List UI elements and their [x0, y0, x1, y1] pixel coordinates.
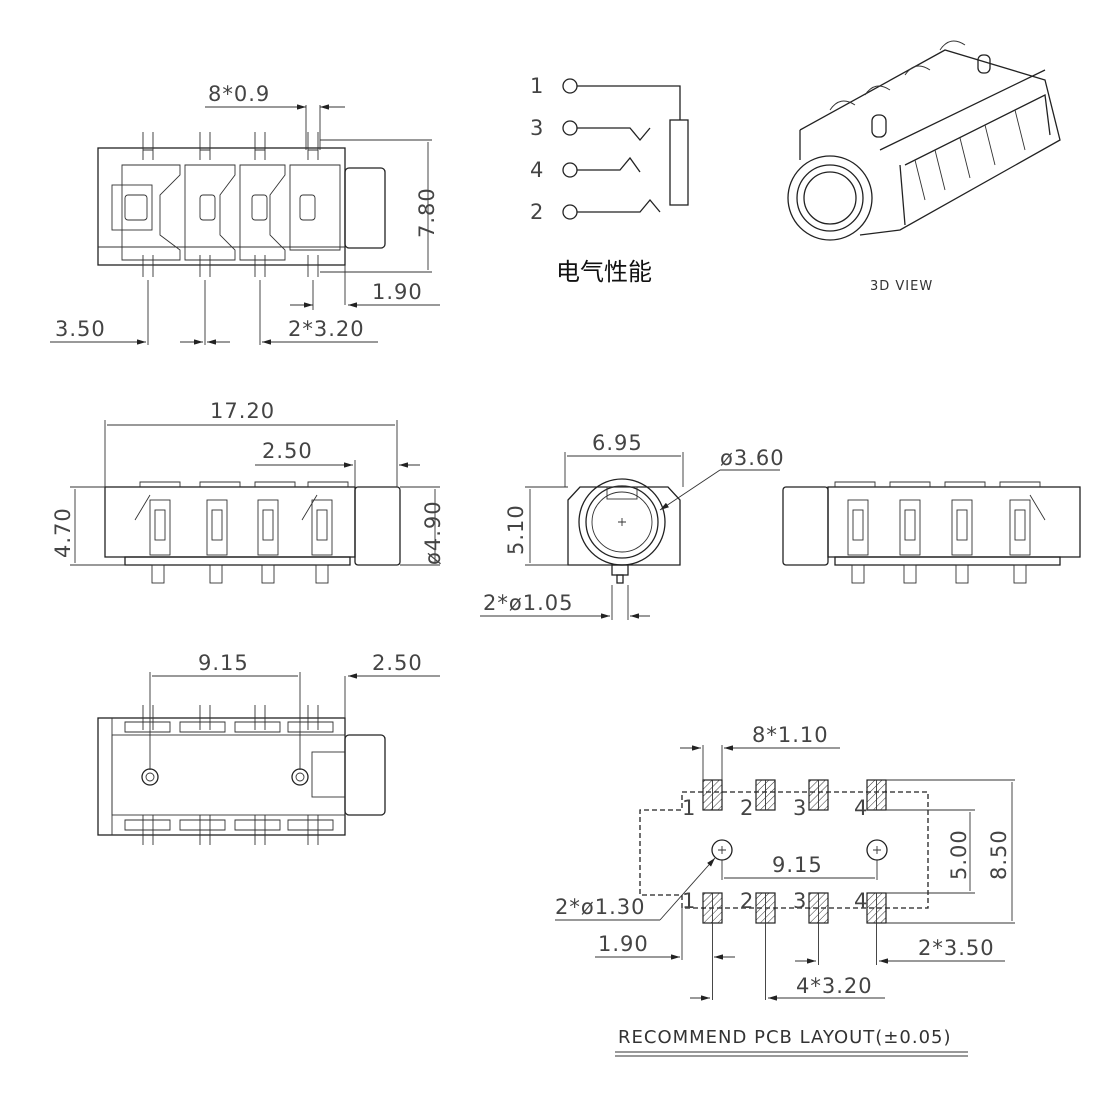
3d-view-caption: 3D VIEW [870, 279, 933, 294]
dim-height: 4.70 [51, 507, 75, 558]
pad-label: 1 [682, 889, 696, 913]
schematic-pin-label: 1 [530, 74, 544, 98]
dim-nose-diameter: ø4.90 [421, 500, 445, 565]
3d-view: 3D VIEW [787, 40, 1061, 294]
schematic-caption: 电气性能 [556, 258, 652, 286]
dim-height: 5.10 [504, 504, 528, 555]
dim-row-outer: 8.50 [987, 829, 1011, 880]
side-view: 17.20 2.50 4.70 ø4.90 [51, 399, 445, 584]
pad-label: 4 [854, 796, 868, 820]
bottom-view: 9.15 2.50 [97, 651, 440, 845]
dim-edge-offset: 1.90 [598, 932, 649, 956]
dim-length: 17.20 [210, 399, 275, 423]
pad-label: 3 [793, 796, 807, 820]
dim-pin-pitch: 2*3.20 [288, 317, 365, 341]
dim-row-inner: 5.00 [947, 829, 971, 880]
dim-first-pin: 3.50 [55, 317, 106, 341]
pad-label: 2 [740, 796, 754, 820]
front-view: 6.95 ø3.60 5.10 2*ø1.05 [480, 431, 785, 620]
dim-post-diameter: 2*ø1.05 [483, 591, 573, 615]
schematic: 1 3 4 2 电气性能 [530, 74, 689, 286]
rear-side-view [782, 481, 1081, 584]
dim-nose-offset: 1.90 [372, 280, 423, 304]
dim-post-spacing: 9.15 [198, 651, 249, 675]
pcb-layout: 1 2 3 4 1 2 3 4 8*1.10 [555, 723, 1015, 1057]
schematic-pin-label: 4 [530, 158, 544, 182]
dim-nose-length: 2.50 [262, 439, 313, 463]
dim-hole-diameter: 2*ø1.30 [555, 895, 645, 919]
pad-label: 2 [740, 889, 754, 913]
pad-label: 4 [854, 889, 868, 913]
dim-end-pitch: 2*3.50 [918, 936, 995, 960]
dim-hole-spacing: 9.15 [772, 853, 823, 877]
dim-bore: ø3.60 [720, 446, 785, 470]
schematic-pin-label: 3 [530, 116, 544, 140]
dim-pad-pitch: 4*3.20 [796, 974, 873, 998]
dim-nose-length: 2.50 [372, 651, 423, 675]
pcb-layout-title: RECOMMEND PCB LAYOUT(±0.05) [618, 1027, 952, 1048]
pad-label: 1 [682, 796, 696, 820]
dim-height: 7.80 [415, 187, 439, 238]
dim-width: 6.95 [592, 431, 643, 455]
top-view: 8*0.9 7.80 1.90 3.50 2*3.20 [50, 82, 440, 345]
dim-pad-width: 8*1.10 [752, 723, 829, 747]
dim-pin-width: 8*0.9 [208, 82, 270, 106]
pad-label: 3 [793, 889, 807, 913]
schematic-pin-label: 2 [530, 200, 544, 224]
